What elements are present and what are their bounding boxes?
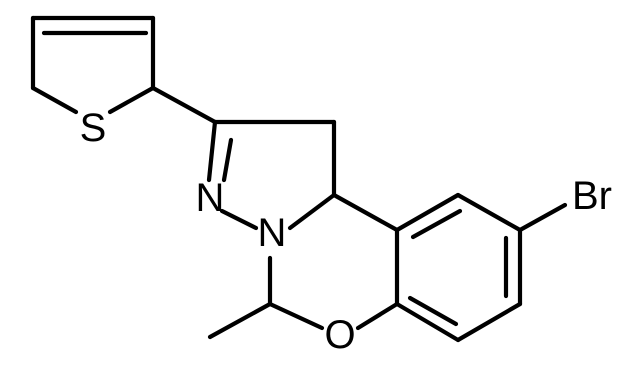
sulfur-atom-label: S bbox=[80, 106, 107, 150]
imine-nitrogen-atom-label: N bbox=[196, 176, 225, 220]
bromine-bond bbox=[517, 202, 568, 233]
bond bbox=[407, 295, 459, 327]
bond bbox=[219, 208, 259, 231]
oxazine-ring bbox=[267, 192, 400, 331]
bond bbox=[206, 119, 218, 183]
bond bbox=[267, 301, 325, 331]
amine-nitrogen-atom-label: N bbox=[258, 211, 287, 255]
bond bbox=[394, 192, 461, 233]
thiophene-link-bond bbox=[150, 85, 218, 125]
bond bbox=[410, 208, 463, 240]
bond bbox=[455, 301, 523, 343]
bond bbox=[455, 192, 523, 233]
bond bbox=[221, 137, 234, 183]
bond bbox=[107, 85, 156, 115]
oxygen-atom-label: O bbox=[324, 313, 355, 357]
bond bbox=[355, 301, 400, 331]
methyl-bond bbox=[207, 301, 273, 340]
bond bbox=[394, 301, 461, 343]
bond bbox=[331, 192, 400, 233]
bond bbox=[30, 85, 79, 115]
benzene-ring bbox=[394, 192, 523, 343]
thiophene-ring bbox=[30, 15, 156, 115]
bromine-atom-label: Br bbox=[572, 174, 612, 218]
bond bbox=[287, 192, 337, 231]
pyrazoline-ring bbox=[206, 119, 337, 231]
